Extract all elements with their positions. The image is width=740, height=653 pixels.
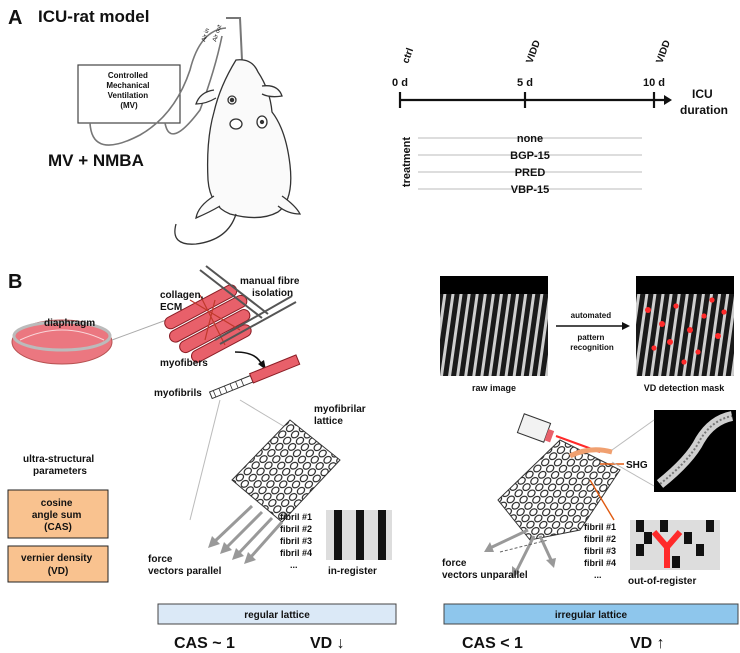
- raw-image-label: raw image: [472, 383, 516, 393]
- rat-illustration: [174, 59, 302, 245]
- shg-label: SHG: [626, 460, 648, 471]
- timeline: [398, 92, 672, 108]
- treatment-lines: [418, 137, 642, 190]
- regular-lattice: [231, 419, 341, 523]
- time-0: 0 d: [392, 77, 408, 89]
- tube-out: [164, 35, 223, 135]
- myofibrils-label: myofibrils: [154, 388, 202, 399]
- diaphragm-label: diaphragm: [44, 318, 95, 329]
- vd-param-box: [7, 545, 109, 583]
- cas-left: CAS ~ 1: [174, 635, 235, 652]
- cas-right: CAS < 1: [462, 635, 523, 652]
- treatment-bgp15: BGP-15: [510, 150, 550, 162]
- cas-param-box: [7, 489, 109, 539]
- fibril-list-right: fibril #1 fibril #2 fibril #3 fibril #4 …: [584, 522, 619, 580]
- curved-arrow: [234, 351, 263, 367]
- treatment-pred: PRED: [515, 167, 546, 179]
- time-10: 10 d: [643, 77, 665, 89]
- treatment-label: treatment: [401, 137, 413, 187]
- event-label-vidd-5: VIDD: [524, 39, 543, 65]
- event-label-vidd-10: VIDD: [654, 39, 673, 65]
- irregular-lattice-bar: [443, 603, 739, 625]
- force-vectors-unparallel: [489, 528, 554, 573]
- shg-image: [654, 410, 736, 492]
- panel-a-title: ICU-rat model: [38, 7, 149, 26]
- condition-label: MV + NMBA: [48, 151, 144, 170]
- force-parallel-label: force vectors parallel: [148, 554, 222, 577]
- fibril-list-left: fibril #1 fibril #2 fibril #3 fibril #4 …: [280, 512, 315, 570]
- trachea-tube: [226, 17, 243, 61]
- force-vectors-parallel: [212, 504, 284, 559]
- vd-mask-image: [636, 276, 734, 376]
- panel-b-letter: B: [8, 271, 22, 293]
- manual-isolation-label: manual fibre isolation: [240, 276, 302, 299]
- myofibers-label: myofibers: [160, 358, 208, 369]
- automated-label: automated pattern recognition: [570, 311, 614, 352]
- tube-in: [89, 27, 227, 146]
- vd-right: VD ↑: [630, 635, 665, 652]
- ventilator-label: Controlled Mechanical Ventilation (MV): [106, 71, 151, 110]
- lattice-label: myofibrilar lattice: [314, 404, 368, 427]
- air-in-label: Air in: [201, 28, 211, 43]
- vd-param-label: vernier density (VD): [21, 553, 95, 577]
- vd-mask-label: VD detection mask: [644, 383, 726, 393]
- irregular-lattice-label: irregular lattice: [555, 610, 628, 621]
- regular-lattice-bar: [157, 603, 397, 625]
- panel-a-letter: A: [8, 7, 22, 29]
- irregular-lattice: [497, 439, 621, 541]
- treatment-vbp15: VBP-15: [511, 184, 550, 196]
- icu-duration-label: ICU duration: [680, 87, 728, 117]
- event-label-ctrl: ctrl: [400, 46, 416, 65]
- air-out-label: Air out: [212, 24, 223, 43]
- collagen-label: collagen, ECM: [160, 290, 206, 313]
- ventilator-box: [77, 64, 181, 124]
- time-5: 5 d: [517, 77, 533, 89]
- out-of-register-pattern: [630, 520, 720, 570]
- force-unparallel-label: force vectors unparallel: [442, 558, 528, 581]
- myofibril: [208, 354, 301, 400]
- cas-param-label: cosine angle sum (CAS): [32, 498, 84, 533]
- treatment-none: none: [517, 133, 543, 145]
- laser-device: [516, 413, 601, 453]
- myofiber-bundle: [164, 265, 297, 363]
- in-register-pattern: [326, 510, 392, 560]
- diaphragm-illustration: [11, 319, 113, 365]
- vd-left: VD ↓: [310, 635, 345, 652]
- in-register-label: in-register: [328, 566, 377, 577]
- ultra-title: ultra-structural parameters: [23, 454, 97, 477]
- out-of-register-label: out-of-register: [628, 576, 696, 587]
- regular-lattice-label: regular lattice: [244, 610, 310, 621]
